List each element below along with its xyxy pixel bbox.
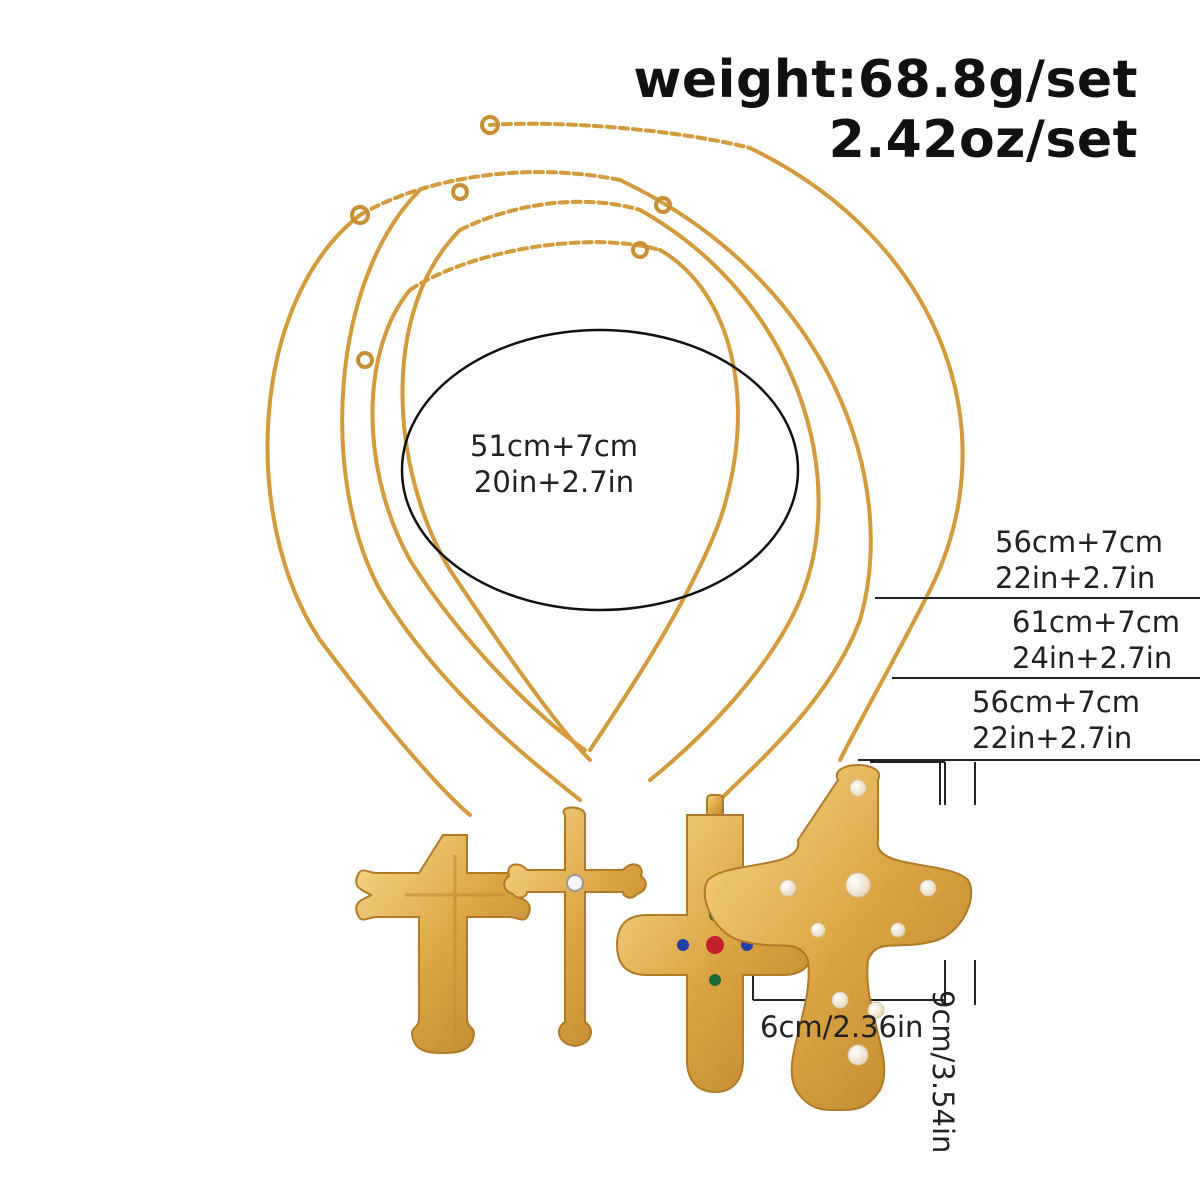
inner-length-in: 20in+2.7in xyxy=(473,465,635,499)
inner-length-label: 51cm+7cm 20in+2.7in xyxy=(470,428,638,500)
length-1-cm: 56cm+7cm xyxy=(995,525,1164,559)
chain-2-left xyxy=(340,188,582,802)
cross-pendant-4 xyxy=(703,764,973,1112)
weight-label: weight:68.8g/set 2.42oz/set xyxy=(633,50,1138,170)
extender-1 xyxy=(488,121,752,150)
cross-pendant-1 xyxy=(355,834,531,1054)
inner-length-ellipse xyxy=(400,328,800,612)
chain-2-right xyxy=(618,178,873,802)
length-2-cm: 61cm+7cm xyxy=(1012,605,1181,639)
length-1-in: 22in+2.7in xyxy=(995,561,1156,595)
weight-ounces: 2.42oz/set xyxy=(828,110,1138,170)
length-2-in: 24in+2.7in xyxy=(1012,641,1173,675)
chain-3-right xyxy=(638,208,821,782)
extender-4 xyxy=(408,240,662,292)
weight-grams: weight:68.8g/set xyxy=(633,50,1138,110)
length-label-2: 61cm+7cm 24in+2.7in xyxy=(1012,604,1180,676)
chain-outer xyxy=(265,213,472,817)
pendant-width-label: 6cm/2.36in xyxy=(760,1010,924,1044)
cross-pendant-2 xyxy=(503,806,647,1048)
chain-outer-right xyxy=(748,146,965,762)
length-3-in: 22in+2.7in xyxy=(972,721,1133,755)
length-3-cm: 56cm+7cm xyxy=(972,685,1141,719)
pendant-height-label: 9cm/3.54in xyxy=(926,990,960,1154)
chain-4-right xyxy=(588,248,740,752)
inner-length-cm: 51cm+7cm xyxy=(470,429,639,463)
length-label-1: 56cm+7cm 22in+2.7in xyxy=(995,524,1163,596)
extender-2 xyxy=(358,170,622,217)
chain-4-left xyxy=(370,288,587,752)
extender-3 xyxy=(458,199,642,232)
clasps xyxy=(350,115,672,369)
length-label-3: 56cm+7cm 22in+2.7in xyxy=(972,684,1140,756)
